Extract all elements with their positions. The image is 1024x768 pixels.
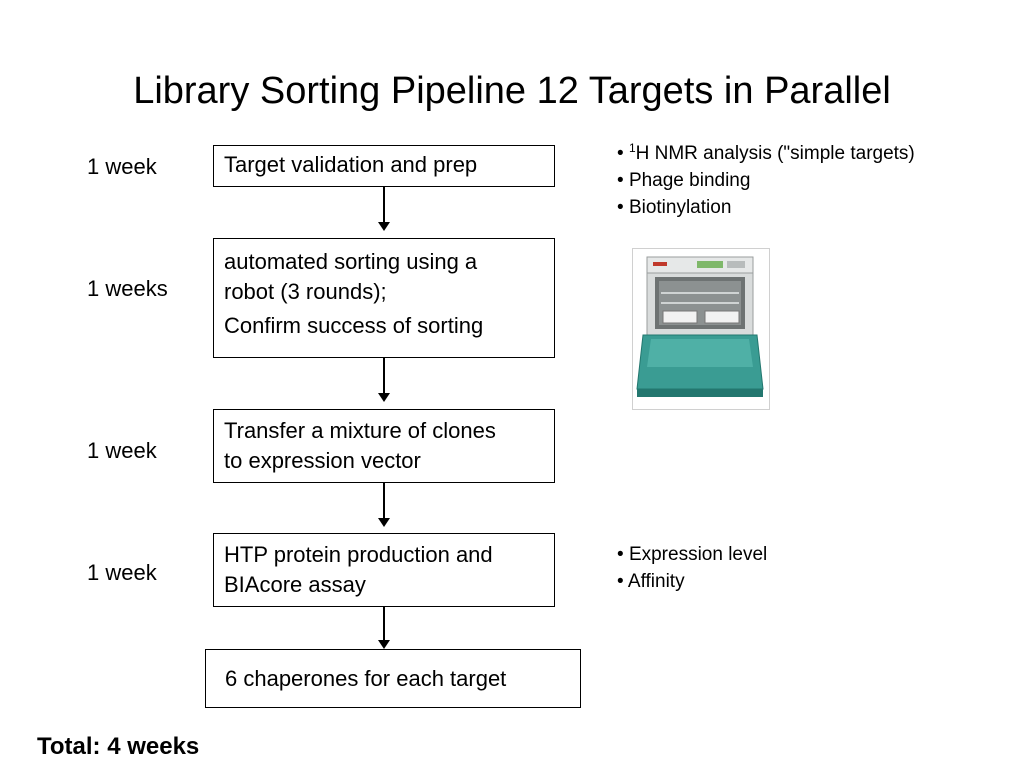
step-2-text-line-1: automated sorting using a <box>224 249 478 274</box>
note-top-item-1: • 1H NMR analysis ("simple targets) <box>617 141 915 164</box>
flow-arrow-2 <box>378 358 390 402</box>
note-top-item-2: • Phage binding <box>617 170 751 191</box>
step-4-text-line-1: HTP protein production and <box>224 542 493 567</box>
step-3-text-line-2: to expression vector <box>224 448 421 473</box>
step-2-duration: 1 weeks <box>87 276 168 301</box>
step-2-text-line-3: Confirm success of sorting <box>224 313 484 338</box>
step-4-text-line-2: BIAcore assay <box>224 572 366 597</box>
step-4-duration: 1 week <box>87 560 157 585</box>
step-4-box: HTP protein production and BIAcore assay <box>213 533 555 607</box>
notes-bottom-list: • Expression level • Affinity <box>617 541 767 595</box>
step-1-box: Target validation and prep <box>213 145 555 187</box>
step-2-text-line-2: robot (3 rounds); <box>224 279 387 304</box>
note-top-item-3: • Biotinylation <box>617 197 732 218</box>
sorting-robot-icon <box>636 256 764 397</box>
flow-arrow-4 <box>378 607 390 649</box>
step-5-box: 6 chaperones for each target <box>205 649 581 708</box>
sorting-robot-image <box>632 248 770 410</box>
step-3-box: Transfer a mixture of clones to expressi… <box>213 409 555 483</box>
step-5-text: 6 chaperones for each target <box>225 666 507 691</box>
notes-top-list: • 1H NMR analysis ("simple targets) • Ph… <box>617 140 915 221</box>
step-3-text-line-1: Transfer a mixture of clones <box>224 418 496 443</box>
step-2-box: automated sorting using a robot (3 round… <box>213 238 555 358</box>
flow-arrow-3 <box>378 483 390 527</box>
slide-title: Library Sorting Pipeline 12 Targets in P… <box>133 70 891 112</box>
total-duration: Total: 4 weeks <box>37 733 200 760</box>
note-bottom-item-2: • Affinity <box>617 571 685 592</box>
step-3-duration: 1 week <box>87 438 157 463</box>
step-1-text: Target validation and prep <box>224 152 478 177</box>
step-1-duration: 1 week <box>87 154 157 179</box>
note-bottom-item-1: • Expression level <box>617 544 768 565</box>
flow-arrow-1 <box>378 187 390 231</box>
superscript-one: 1 <box>628 141 636 155</box>
